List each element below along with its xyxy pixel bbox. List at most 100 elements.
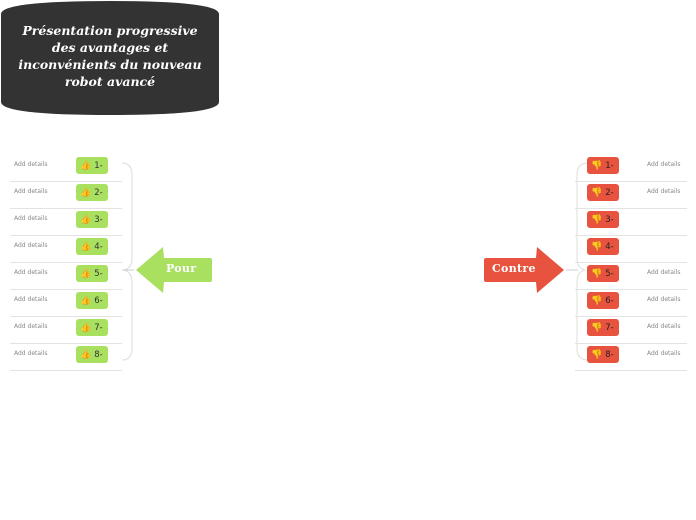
thumbs-up-icon: 👍 [80, 322, 92, 333]
add-details-link[interactable]: Add details [647, 296, 681, 303]
pour-item-tag[interactable]: 👍8- [76, 346, 108, 363]
add-details-link[interactable]: Add details [14, 350, 48, 357]
thumbs-up-icon: 👍 [80, 268, 92, 279]
thumbs-up-icon: 👍 [80, 187, 92, 198]
add-details-link[interactable]: Add details [647, 269, 681, 276]
contre-item[interactable]: 👎2- Add details [575, 183, 687, 209]
thumbs-down-icon: 👎 [591, 214, 603, 225]
thumbs-up-icon: 👍 [80, 349, 92, 360]
item-underline [575, 345, 687, 371]
contre-item-label: 7- [605, 322, 614, 333]
pour-item[interactable]: 👍7- Add details [10, 318, 122, 344]
contre-item-label: 6- [605, 295, 614, 306]
contre-item-tag[interactable]: 👎2- [587, 184, 619, 201]
contre-item[interactable]: 👎8- Add details [575, 345, 687, 371]
pour-item[interactable]: 👍2- Add details [10, 183, 122, 209]
pour-item-tag[interactable]: 👍2- [76, 184, 108, 201]
pour-item-tag[interactable]: 👍7- [76, 319, 108, 336]
add-details-link[interactable]: Add details [14, 188, 48, 195]
contre-item[interactable]: 👎4- [575, 237, 687, 263]
contre-item-label: 3- [605, 214, 614, 225]
item-underline [575, 264, 687, 290]
add-details-link[interactable]: Add details [647, 161, 681, 168]
item-underline [10, 210, 122, 236]
contre-item-label: 1- [605, 160, 614, 171]
contre-item-tag[interactable]: 👎7- [587, 319, 619, 336]
pour-item[interactable]: 👍1- Add details [10, 156, 122, 182]
item-underline [10, 291, 122, 317]
thumbs-up-icon: 👍 [80, 295, 92, 306]
item-underline [10, 237, 122, 263]
item-underline [575, 210, 687, 236]
contre-item-tag[interactable]: 👎5- [587, 265, 619, 282]
thumbs-down-icon: 👎 [591, 322, 603, 333]
thumbs-up-icon: 👍 [80, 214, 92, 225]
add-details-link[interactable]: Add details [14, 296, 48, 303]
item-underline [575, 183, 687, 209]
contre-item-tag[interactable]: 👎6- [587, 292, 619, 309]
add-details-link[interactable]: Add details [647, 350, 681, 357]
contre-item-label: 8- [605, 349, 614, 360]
pour-item[interactable]: 👍6- Add details [10, 291, 122, 317]
thumbs-down-icon: 👎 [591, 295, 603, 306]
pour-item-tag[interactable]: 👍3- [76, 211, 108, 228]
contre-item-tag[interactable]: 👎8- [587, 346, 619, 363]
item-underline [575, 237, 687, 263]
contre-item[interactable]: 👎7- Add details [575, 318, 687, 344]
contre-item[interactable]: 👎6- Add details [575, 291, 687, 317]
pour-item-label: 5- [94, 268, 103, 279]
pour-item-label: 1- [94, 160, 103, 171]
thumbs-down-icon: 👎 [591, 187, 603, 198]
pour-item-tag[interactable]: 👍1- [76, 157, 108, 174]
add-details-link[interactable]: Add details [647, 323, 681, 330]
pour-item-tag[interactable]: 👍4- [76, 238, 108, 255]
pour-arrow-shape [136, 247, 212, 293]
contre-item-label: 2- [605, 187, 614, 198]
item-underline [10, 156, 122, 182]
add-details-link[interactable]: Add details [14, 161, 48, 168]
contre-item[interactable]: 👎1- Add details [575, 156, 687, 182]
central-cylinder-shape [1, 1, 219, 115]
contre-branch-arrow[interactable]: Contre [483, 244, 567, 296]
pour-item-tag[interactable]: 👍6- [76, 292, 108, 309]
thumbs-down-icon: 👎 [591, 349, 603, 360]
pour-item[interactable]: 👍3- Add details [10, 210, 122, 236]
item-underline [575, 291, 687, 317]
item-underline [10, 183, 122, 209]
contre-item[interactable]: 👎3- [575, 210, 687, 236]
add-details-link[interactable]: Add details [14, 323, 48, 330]
item-underline [10, 345, 122, 371]
central-topic[interactable]: Présentation progressive des avantages e… [0, 0, 220, 116]
item-underline [10, 264, 122, 290]
contre-item-label: 5- [605, 268, 614, 279]
add-details-link[interactable]: Add details [14, 269, 48, 276]
add-details-link[interactable]: Add details [14, 242, 48, 249]
pour-branch-arrow[interactable]: Pour [133, 244, 213, 296]
pour-item-label: 7- [94, 322, 103, 333]
pour-item[interactable]: 👍5- Add details [10, 264, 122, 290]
pour-item-label: 2- [94, 187, 103, 198]
item-underline [575, 318, 687, 344]
thumbs-up-icon: 👍 [80, 241, 92, 252]
pour-item-label: 8- [94, 349, 103, 360]
pour-item[interactable]: 👍8- Add details [10, 345, 122, 371]
contre-item-label: 4- [605, 241, 614, 252]
contre-item[interactable]: 👎5- Add details [575, 264, 687, 290]
pour-item-tag[interactable]: 👍5- [76, 265, 108, 282]
contre-arrow-shape [484, 247, 564, 293]
add-details-link[interactable]: Add details [647, 188, 681, 195]
contre-label: Contre [492, 262, 536, 275]
contre-item-tag[interactable]: 👎3- [587, 211, 619, 228]
contre-item-tag[interactable]: 👎1- [587, 157, 619, 174]
contre-item-tag[interactable]: 👎4- [587, 238, 619, 255]
item-underline [10, 318, 122, 344]
pour-item-label: 4- [94, 241, 103, 252]
item-underline [575, 156, 687, 182]
pour-item-label: 3- [94, 214, 103, 225]
add-details-link[interactable]: Add details [14, 215, 48, 222]
thumbs-up-icon: 👍 [80, 160, 92, 171]
pour-item[interactable]: 👍4- Add details [10, 237, 122, 263]
pour-item-label: 6- [94, 295, 103, 306]
pour-label: Pour [166, 262, 197, 275]
